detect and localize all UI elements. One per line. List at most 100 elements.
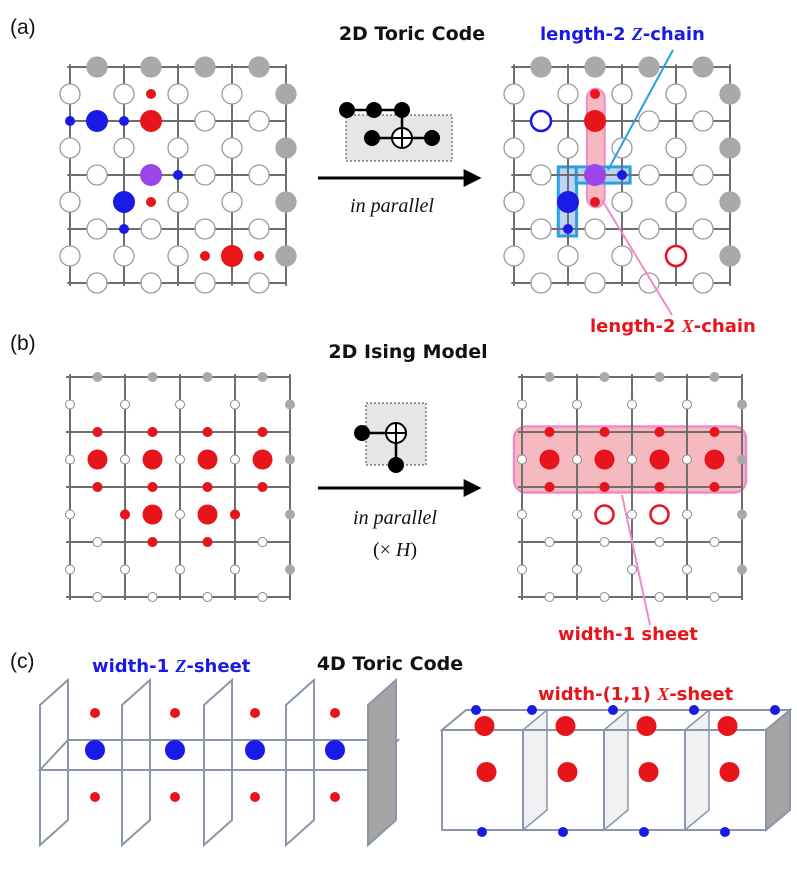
x-syndrome bbox=[120, 509, 130, 520]
qubit bbox=[194, 218, 216, 240]
boundary-qubit bbox=[285, 509, 295, 520]
qubit bbox=[517, 509, 527, 520]
x-syndrome bbox=[254, 251, 264, 261]
panel-c-title: 4D Toric Code bbox=[317, 653, 463, 675]
qubit bbox=[194, 164, 216, 186]
qubit bbox=[627, 399, 637, 410]
qubit bbox=[503, 137, 525, 159]
x-syndrome bbox=[170, 708, 180, 718]
x-syndrome bbox=[92, 427, 103, 437]
boundary-qubit bbox=[202, 372, 213, 382]
x-chain-label: length-2 X-chain bbox=[590, 316, 756, 337]
y-qubit bbox=[140, 164, 162, 186]
x-chain-highlight bbox=[585, 87, 606, 209]
x-syndrome bbox=[202, 482, 213, 492]
qubit bbox=[665, 191, 687, 213]
x-qubit bbox=[557, 762, 578, 782]
qubit bbox=[86, 272, 108, 294]
qubit bbox=[692, 272, 714, 294]
qubit bbox=[167, 191, 189, 213]
qubit bbox=[175, 399, 185, 410]
qubit bbox=[517, 564, 527, 575]
qubit bbox=[59, 83, 81, 105]
boundary-qubit bbox=[719, 245, 741, 267]
x-qubit bbox=[142, 449, 163, 470]
qubit bbox=[654, 537, 665, 547]
boundary-qubit bbox=[599, 372, 610, 382]
boundary-qubit bbox=[719, 137, 741, 159]
x-qubit bbox=[197, 504, 218, 525]
y-qubit bbox=[584, 164, 606, 186]
qubit bbox=[665, 137, 687, 159]
cube-face bbox=[684, 708, 710, 832]
qubit bbox=[530, 272, 552, 294]
z-qubit bbox=[113, 191, 135, 213]
x-syndrome bbox=[230, 509, 240, 520]
qubit bbox=[654, 592, 665, 602]
qubit bbox=[665, 83, 687, 105]
qubit bbox=[709, 537, 720, 547]
qubit bbox=[257, 537, 268, 547]
qubit bbox=[59, 245, 81, 267]
qubit bbox=[627, 454, 637, 465]
x-syndrome bbox=[330, 792, 340, 802]
boundary-qubit bbox=[638, 56, 660, 78]
qubit bbox=[503, 245, 525, 267]
qubit bbox=[638, 110, 660, 132]
arrow-a-caption: in parallel bbox=[350, 195, 434, 217]
qubit bbox=[544, 592, 555, 602]
qubit bbox=[572, 399, 582, 410]
x-syndrome bbox=[654, 482, 665, 492]
qubit bbox=[167, 83, 189, 105]
x-syndrome bbox=[202, 427, 213, 437]
x-syndrome bbox=[590, 197, 600, 207]
qubit bbox=[248, 218, 270, 240]
boundary-qubit bbox=[275, 191, 297, 213]
x-syndrome bbox=[544, 427, 555, 437]
boundary-sheet bbox=[367, 677, 397, 848]
qubit bbox=[257, 592, 268, 602]
qubit bbox=[517, 399, 527, 410]
boundary-qubit bbox=[257, 372, 268, 382]
cube-face bbox=[522, 708, 548, 832]
qubit bbox=[599, 537, 610, 547]
z-syndrome bbox=[689, 705, 699, 715]
qubit bbox=[202, 592, 213, 602]
z-syndrome bbox=[608, 705, 618, 715]
x-qubit bbox=[539, 449, 560, 470]
z-qubit bbox=[85, 740, 105, 760]
ising-lattice-right bbox=[512, 372, 748, 602]
qubit bbox=[572, 564, 582, 575]
qubit bbox=[557, 83, 579, 105]
qubit bbox=[682, 564, 692, 575]
boundary-qubit bbox=[275, 137, 297, 159]
x-syndrome bbox=[709, 427, 720, 437]
qubit bbox=[611, 191, 633, 213]
qubit bbox=[682, 509, 692, 520]
x-qubit bbox=[719, 762, 740, 782]
qubit bbox=[248, 164, 270, 186]
z-syndrome bbox=[119, 116, 129, 126]
boundary-qubit bbox=[737, 454, 747, 465]
qubit bbox=[503, 191, 525, 213]
sheet-label: width-1 sheet bbox=[558, 624, 698, 645]
x-syndrome bbox=[709, 482, 720, 492]
x-syndrome bbox=[250, 792, 260, 802]
boundary-qubit bbox=[140, 56, 162, 78]
arrow-b-caption-2: (× H) bbox=[373, 539, 417, 561]
qubit bbox=[230, 564, 240, 575]
x-sheet-drawing bbox=[439, 705, 793, 837]
z-syndrome bbox=[639, 827, 649, 837]
qubit bbox=[194, 110, 216, 132]
x-syndrome bbox=[170, 792, 180, 802]
z-syndrome bbox=[173, 170, 183, 180]
boundary-qubit bbox=[248, 56, 270, 78]
x-syndrome bbox=[257, 482, 268, 492]
boundary-qubit bbox=[285, 399, 295, 410]
qubit bbox=[86, 218, 108, 240]
vertical-sheet bbox=[203, 677, 233, 848]
qubit bbox=[113, 83, 135, 105]
z-qubit bbox=[557, 191, 579, 213]
x-syndrome bbox=[590, 89, 600, 99]
